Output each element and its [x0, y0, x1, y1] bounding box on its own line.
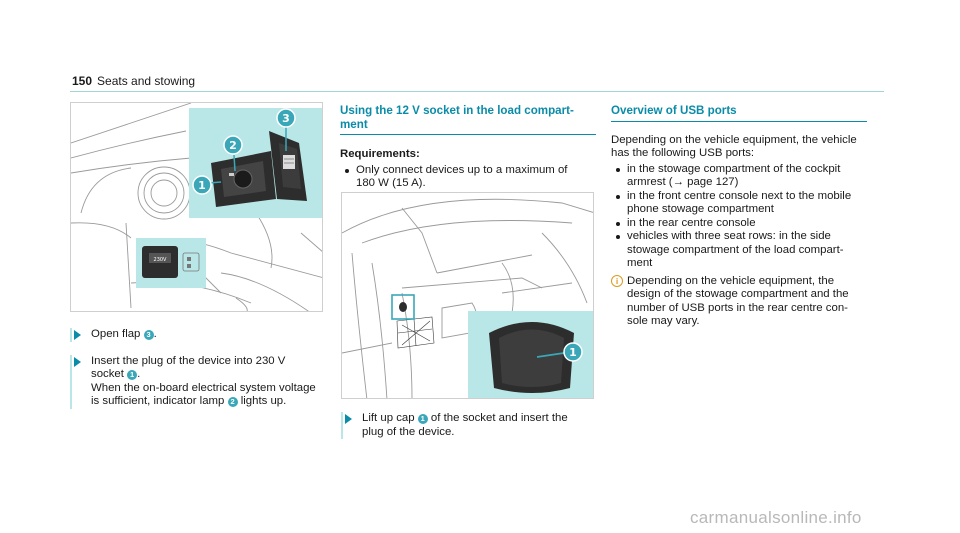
step-open-flap: Open flap 3.	[70, 328, 325, 342]
requirements-list: Only connect devices up to a maximum of …	[340, 164, 596, 191]
svg-text:3: 3	[282, 112, 290, 125]
note: i Depending on the vehicle equipment, th…	[611, 274, 867, 329]
figure-230v-socket: 230V 1 2 3	[70, 102, 323, 312]
callout-1: 1	[192, 175, 212, 195]
page-number: 150	[72, 74, 93, 88]
svg-text:1: 1	[569, 346, 577, 359]
col3-section: Overview of USB ports Depending on the v…	[611, 104, 867, 329]
title-rule	[340, 134, 596, 135]
callout-badge: 2	[227, 397, 238, 407]
callout-badge: 3	[143, 330, 154, 340]
list-item: Only connect devices up to a maximum of …	[340, 164, 596, 191]
step-arrow-icon	[345, 414, 352, 424]
step-insert-plug: Insert the plug of the device into 230 V…	[70, 354, 325, 409]
switch-label: 230V	[154, 257, 168, 263]
callout-2: 2	[223, 135, 243, 155]
figure-load-compartment: 1	[341, 192, 594, 399]
usb-intro: Depending on the vehicle equipment, the …	[611, 133, 857, 160]
page-section: Seats and stowing	[97, 74, 196, 88]
list-item: in the front centre console next to the …	[611, 190, 867, 217]
section-title-12v: Using the 12 V socket in the load compar…	[340, 104, 574, 131]
col2-step: Lift up cap 1 of the socket and insert t…	[340, 412, 596, 439]
figure-load-compartment-drawing: 1	[342, 198, 593, 398]
step-arrow-icon	[74, 330, 81, 340]
step-arrow-icon	[74, 356, 81, 367]
svg-text:1: 1	[198, 179, 206, 192]
step-lift-cap: Lift up cap 1 of the socket and insert t…	[341, 412, 596, 439]
svg-text:2: 2	[229, 139, 237, 152]
usb-ports-list: in the stowage compartment of the cockpi…	[611, 163, 867, 271]
list-item: in the rear centre console	[611, 217, 867, 231]
list-item: vehicles with three seat rows: in the si…	[611, 230, 867, 271]
callout-3: 3	[276, 108, 296, 128]
figure-230v-socket-drawing: 230V 1 2 3	[71, 103, 322, 311]
callout-badge: 1	[127, 370, 138, 380]
info-icon: i	[611, 274, 623, 287]
list-item: in the stowage compartment of the cockpi…	[611, 163, 867, 190]
callout-badge: 1	[417, 414, 428, 424]
col1-steps: Open flap 3. Insert the plug of the devi…	[69, 328, 325, 409]
watermark: carmanualsonline.info	[690, 508, 862, 527]
page-header: 150 Seats and stowing	[72, 74, 195, 88]
header-rule	[70, 91, 884, 92]
requirements-title: Requirements:	[340, 148, 420, 160]
section-title-usb: Overview of USB ports	[611, 104, 737, 117]
callout-1: 1	[563, 342, 583, 362]
col2-section: Using the 12 V socket in the load compar…	[340, 104, 596, 191]
title-rule	[611, 120, 867, 122]
